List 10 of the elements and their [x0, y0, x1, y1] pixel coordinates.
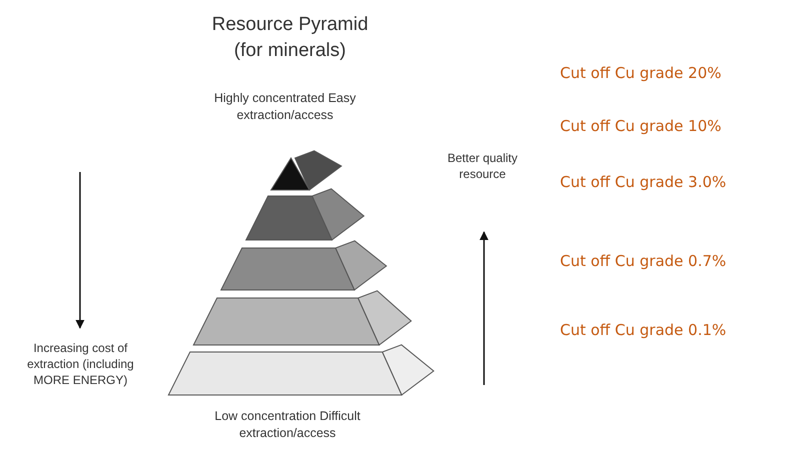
bottom-caption: Low concentration Difficult extraction/access: [214, 408, 362, 442]
arrow-caption: Better quality resource: [446, 150, 519, 182]
grade-label: Cut off Cu grade 20%: [560, 64, 722, 82]
grade-label: Cut off Cu grade 0.7%: [560, 252, 726, 270]
arrow-caption: Increasing cost of extraction (including MORE ENERGY): [26, 340, 135, 389]
grade-label: Cut off Cu grade 10%: [560, 117, 722, 135]
grade-label: Cut off Cu grade 3.0%: [560, 173, 726, 191]
diagram-title: Resource Pyramid (for minerals): [210, 13, 370, 63]
top-caption: Highly concentrated Easy extraction/access: [213, 90, 357, 124]
grade-label: Cut off Cu grade 0.1%: [560, 321, 726, 339]
